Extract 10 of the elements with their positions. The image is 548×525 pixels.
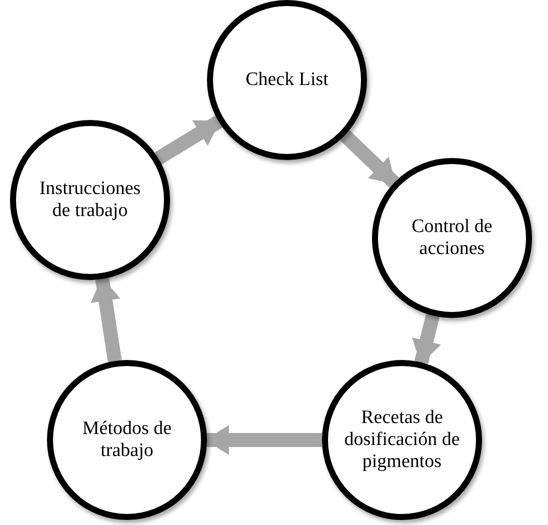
node-label: Instrucciones de trabajo: [38, 178, 142, 222]
process-circle: [207, 0, 367, 160]
node-label: Recetas de dosificación de pigmentos: [343, 407, 461, 473]
block-arrow: [90, 277, 122, 362]
block-arrow: [205, 425, 322, 455]
node-label: Métodos de trabajo: [81, 418, 173, 462]
block-arrow: [340, 130, 400, 188]
node-label: Check List: [246, 69, 328, 91]
block-arrow: [412, 314, 442, 364]
node-label: Control de acciones: [410, 216, 494, 260]
